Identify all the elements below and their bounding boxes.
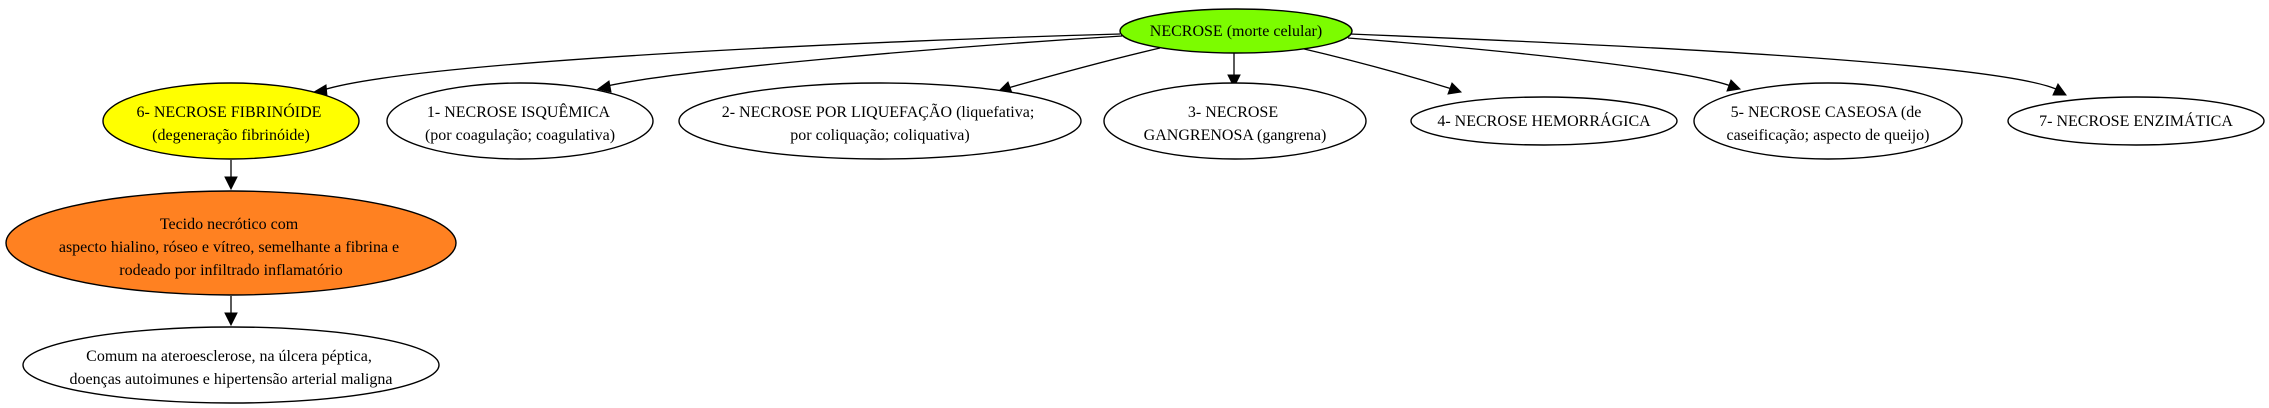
node-n6-line: 6- NECROSE FIBRINÓIDE — [137, 102, 322, 121]
edge-root-to-n2 — [1007, 47, 1161, 89]
node-n1-line: 1- NECROSE ISQUÊMICA — [427, 102, 611, 121]
edge-tissue-to-common-arrowhead — [224, 312, 238, 327]
node-n3-shape — [1103, 82, 1367, 160]
node-n3-line: 3- NECROSE — [1188, 104, 1278, 121]
node-n6-shape — [102, 82, 360, 160]
node-tissue-label: Tecido necrótico com aspecto hialino, ró… — [59, 216, 403, 279]
node-tissue[interactable]: Tecido necrótico com aspecto hialino, ró… — [5, 190, 457, 296]
node-root-line: NECROSE (morte celular) — [1150, 23, 1322, 40]
node-n5-shape — [1693, 82, 1963, 160]
node-n4-label: 4- NECROSE HEMORRÁGICA — [1437, 111, 1651, 130]
node-n6[interactable]: 6- NECROSE FIBRINÓIDE (degeneração fibri… — [102, 82, 360, 160]
node-tissue-line: rodeado por infiltrado inflamatório — [119, 262, 342, 279]
node-n7-label: 7- NECROSE ENZIMÁTICA — [2039, 111, 2233, 130]
edges — [224, 33, 2067, 327]
node-n7-shape — [2007, 96, 2265, 146]
node-common-label: Comum na ateroesclerose, na úlcera pépti… — [70, 348, 393, 388]
edge-root-to-n5 — [1347, 37, 1732, 87]
edge-root-to-n4 — [1299, 47, 1453, 90]
edge-root-to-n5-arrowhead — [1726, 79, 1742, 92]
node-n5-line: caseificação; aspecto de queijo) — [1727, 127, 1930, 144]
node-tissue-line: aspecto hialino, róseo e vítreo, semelha… — [59, 239, 399, 256]
node-n1-line: (por coagulação; coagulativa) — [425, 127, 615, 144]
node-n6-label: 6- NECROSE FIBRINÓIDE (degeneração fibri… — [137, 102, 326, 144]
edge-root-to-n6 — [322, 33, 1121, 91]
node-n1[interactable]: 1- NECROSE ISQUÊMICA (por coagulação; co… — [386, 82, 654, 160]
node-n4-line: 4- NECROSE HEMORRÁGICA — [1437, 111, 1651, 130]
node-root-shape — [1119, 8, 1353, 54]
node-n6-line: (degeneração fibrinóide) — [152, 127, 310, 144]
node-n5-line: 5- NECROSE CASEOSA (de — [1731, 104, 1922, 121]
node-n2-label: 2- NECROSE POR LIQUEFAÇÃO (liquefativa; … — [722, 103, 1039, 144]
node-n3-line: GANGRENOSA (gangrena) — [1144, 127, 1327, 144]
node-tissue-shape — [5, 190, 457, 296]
node-n5-label: 5- NECROSE CASEOSA (de caseificação; asp… — [1727, 104, 1930, 144]
node-n2-line: por coliquação; coliquativa) — [790, 127, 969, 144]
node-n4[interactable]: 4- NECROSE HEMORRÁGICA — [1410, 96, 1678, 146]
node-n2[interactable]: 2- NECROSE POR LIQUEFAÇÃO (liquefativa; … — [678, 82, 1082, 160]
node-common-line: Comum na ateroesclerose, na úlcera pépti… — [86, 348, 372, 365]
node-n4-shape — [1410, 96, 1678, 146]
edge-root-to-n7 — [1349, 33, 2059, 91]
node-n2-line: 2- NECROSE POR LIQUEFAÇÃO (liquefativa; — [722, 103, 1035, 121]
node-n3[interactable]: 3- NECROSE GANGRENOSA (gangrena) — [1103, 82, 1367, 160]
node-common[interactable]: Comum na ateroesclerose, na úlcera pépti… — [22, 326, 440, 404]
node-common-shape — [22, 326, 440, 404]
edge-root-to-n4-arrowhead — [1447, 82, 1463, 95]
node-n5[interactable]: 5- NECROSE CASEOSA (de caseificação; asp… — [1693, 82, 1963, 160]
node-n3-label: 3- NECROSE GANGRENOSA (gangrena) — [1144, 104, 1327, 144]
node-root[interactable]: NECROSE (morte celular) — [1119, 8, 1353, 54]
edge-n6-to-tissue-arrowhead — [224, 176, 238, 191]
node-tissue-line: Tecido necrótico com — [160, 216, 299, 233]
edge-root-to-n1 — [606, 35, 1123, 87]
edge-root-to-n1-arrowhead — [596, 80, 612, 93]
node-n2-shape — [678, 82, 1082, 160]
edge-root-to-n3-arrowhead — [1227, 74, 1241, 89]
node-n1-shape — [386, 82, 654, 160]
node-root-label: NECROSE (morte celular) — [1150, 23, 1322, 40]
node-n7-line: 7- NECROSE ENZIMÁTICA — [2039, 111, 2233, 130]
edge-root-to-n7-arrowhead — [2052, 83, 2067, 96]
node-common-line: doenças autoimunes e hipertensão arteria… — [70, 371, 393, 388]
node-n7[interactable]: 7- NECROSE ENZIMÁTICA — [2007, 96, 2265, 146]
node-n1-label: 1- NECROSE ISQUÊMICA (por coagulação; co… — [425, 102, 615, 144]
